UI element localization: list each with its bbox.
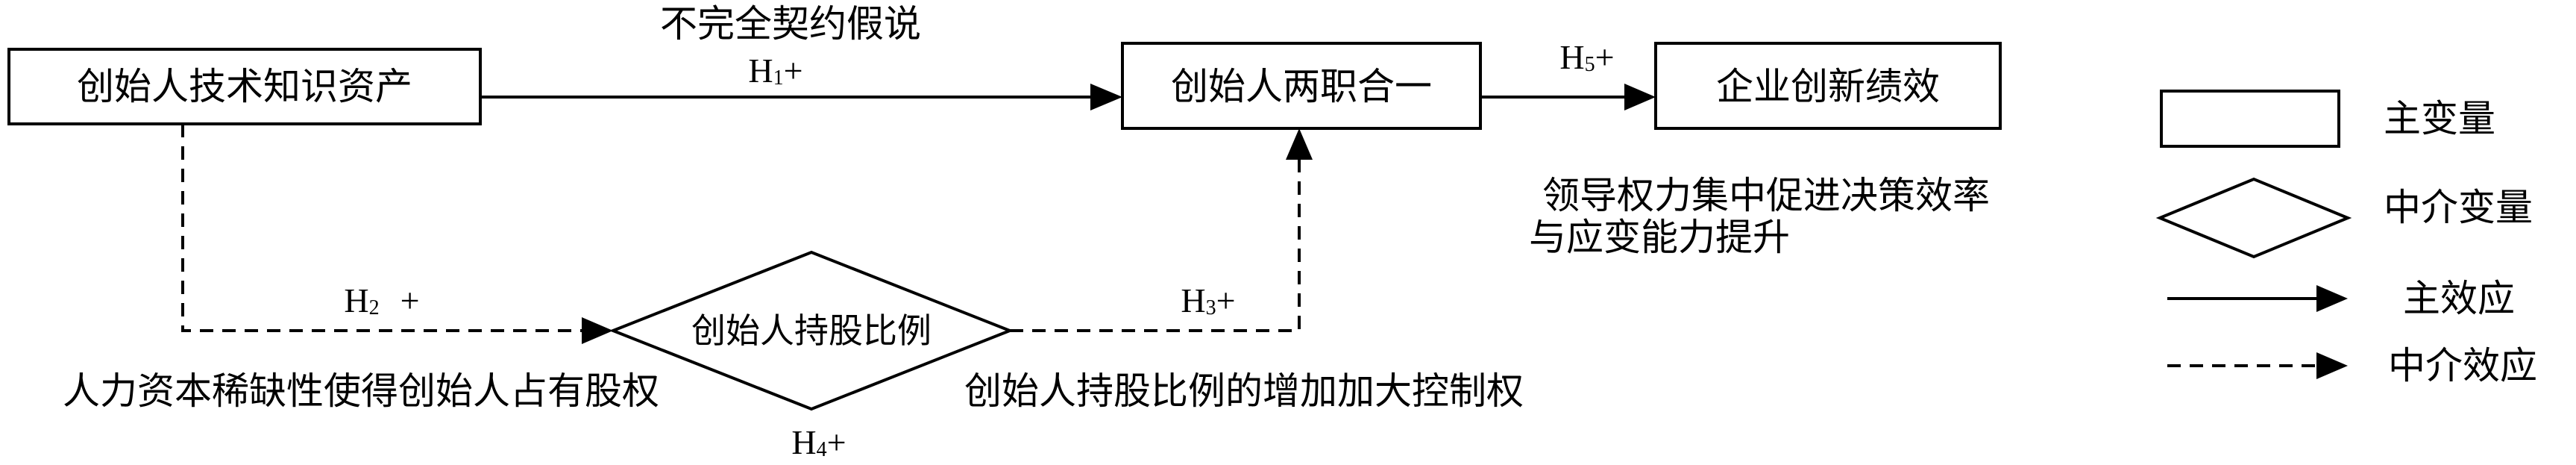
legend-mediator-variable-label: 中介变量 (2384, 186, 2533, 229)
label-h4: H4+ (791, 423, 846, 461)
legend-main-variable-label: 主变量 (2384, 97, 2495, 140)
annotation-incomplete-contract: 不完全契约假说 (660, 2, 921, 46)
label-h2: H2+ (344, 281, 419, 319)
legend: 主变量 中介变量 主效应 中介效应 (2155, 90, 2537, 387)
edge-h3-arrowhead (1286, 128, 1313, 160)
node-founder-shareholding-label: 创始人持股比例 (691, 310, 932, 351)
node-founder-tech-knowledge-box (7, 48, 482, 125)
legend-mediation-effect-label: 中介效应 (2388, 344, 2537, 387)
node-founder-duality-box (1121, 42, 1482, 130)
legend-mediator-variable-symbol (2155, 177, 2352, 259)
annotation-adaptability: 与应变能力提升 (1529, 216, 1790, 259)
annotation-leadership-power: 领导权力集中促进决策效率 (1542, 174, 1990, 217)
edge-h3-line (1010, 160, 1301, 332)
node-innovation-performance-label: 企业创新绩效 (1716, 65, 1940, 108)
label-h1: H1+ (748, 52, 802, 90)
label-h5: H5+ (1559, 38, 1614, 76)
edge-h2-line (181, 124, 582, 332)
edge-h5-arrowhead (1624, 84, 1656, 110)
label-h3: H3+ (1181, 281, 1235, 319)
node-innovation-performance-box (1654, 42, 2002, 130)
edge-h2-arrowhead (582, 317, 613, 344)
legend-main-variable-symbol (2160, 90, 2340, 148)
edge-h1-arrowhead (1090, 84, 1122, 110)
annotation-human-capital: 人力资本稀缺性使得创始人占有股权 (63, 369, 659, 413)
legend-main-effect-label: 主效应 (2403, 277, 2515, 320)
annotation-control-rights: 创始人持股比例的增加加大控制权 (964, 369, 1524, 413)
node-founder-duality-label: 创始人两职合一 (1171, 65, 1432, 108)
legend-mediation-effect-arrowhead (2316, 352, 2348, 379)
legend-main-effect-arrowhead (2316, 285, 2348, 312)
node-founder-tech-knowledge-label: 创始人技术知识资产 (77, 65, 412, 108)
